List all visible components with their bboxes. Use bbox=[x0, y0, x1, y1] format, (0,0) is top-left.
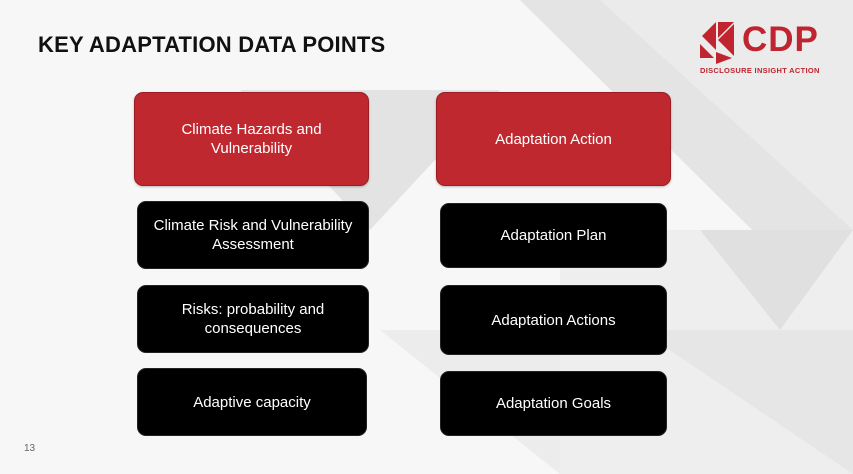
right-item-label: Adaptation Plan bbox=[500, 227, 607, 244]
left-item-box: Climate Risk and Vulnerability Assessmen… bbox=[137, 201, 369, 269]
right-item-box: Adaptation Goals bbox=[440, 371, 667, 436]
right-header-box: Adaptation Action bbox=[436, 92, 671, 186]
left-header-box: Climate Hazards and Vulnerability bbox=[134, 92, 369, 186]
right-item-box: Adaptation Actions bbox=[440, 285, 667, 355]
left-item-label: Risks: probability and consequences bbox=[181, 301, 325, 337]
right-header-label: Adaptation Action bbox=[495, 130, 612, 148]
page-title: KEY ADAPTATION DATA POINTS bbox=[38, 32, 386, 57]
left-item-label: Adaptive capacity bbox=[193, 393, 311, 411]
left-item-box: Adaptive capacity bbox=[137, 368, 367, 436]
right-item-label: Adaptation Goals bbox=[495, 395, 612, 412]
left-item-box: Risks: probability and consequences bbox=[137, 285, 369, 353]
left-item-label: Climate Risk and Vulnerability Assessmen… bbox=[153, 217, 353, 253]
logo-tagline: DISCLOSURE INSIGHT ACTION bbox=[700, 66, 820, 75]
logo-wordmark: CDP bbox=[742, 20, 819, 59]
page-number: 13 bbox=[24, 443, 36, 454]
right-item-label: Adaptation Actions bbox=[491, 311, 616, 329]
cdp-logo-icon bbox=[700, 22, 734, 64]
left-header-label: Climate Hazards and Vulnerability bbox=[181, 121, 322, 157]
right-item-box: Adaptation Plan bbox=[440, 203, 667, 268]
